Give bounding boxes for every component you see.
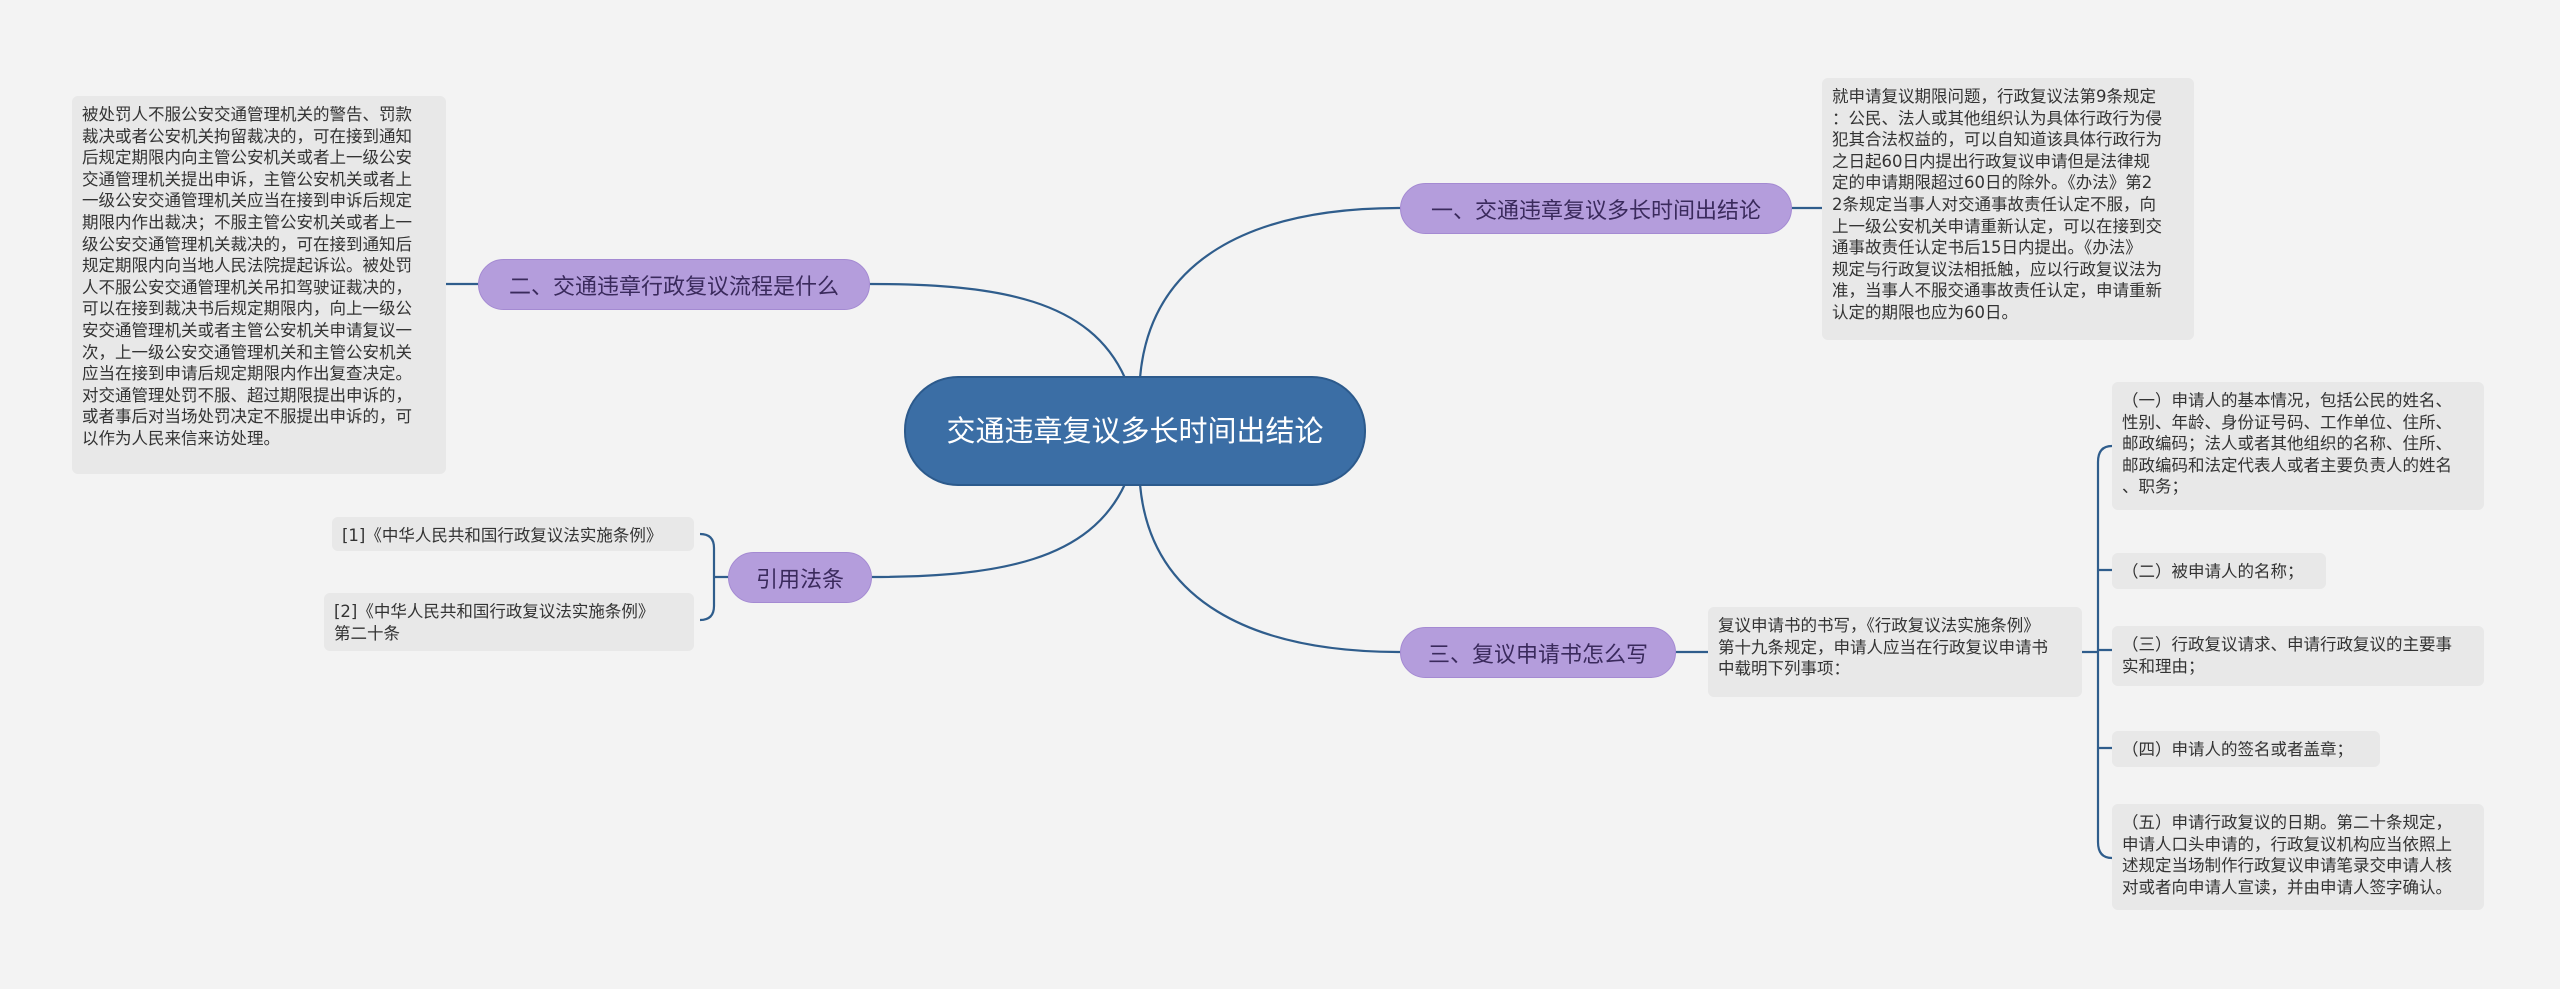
application-item-3: （三）行政复议请求、申请行政复议的主要事 实和理由； [2112, 626, 2484, 686]
link-root-b1 [1138, 206, 1401, 379]
note-application-writing: 复议申请书的书写，《行政复议法实施条例》 第十九条规定，申请人应当在行政复议申请… [1708, 607, 2082, 697]
root-title: 交通违章复议多长时间出结论 [946, 414, 1324, 448]
link-root-b3 [1138, 483, 1401, 654]
link-root-b2 [869, 282, 1127, 379]
branch-2-label: 二、交通违章行政复议流程是什么 [508, 274, 839, 300]
branch-1-label: 一、交通违章复议多长时间出结论 [1430, 198, 1761, 224]
link-b4-bracket [699, 532, 728, 622]
application-item-4: （四）申请人的签名或者盖章； [2112, 731, 2380, 767]
link-root-b4 [871, 483, 1126, 579]
law-reference-2: [2]《中华人民共和国行政复议法实施条例》 第二十条 [324, 593, 694, 651]
branch-2-node[interactable]: 二、交通违章行政复议流程是什么 [478, 259, 870, 310]
branch-1-node[interactable]: 一、交通违章复议多长时间出结论 [1400, 183, 1792, 234]
application-item-2: （二）被申请人的名称； [2112, 553, 2326, 589]
branch-4-node[interactable]: 引用法条 [728, 552, 872, 603]
application-item-5: （五）申请行政复议的日期。第二十条规定， 申请人口头申请的，行政复议机构应当依照… [2112, 804, 2484, 910]
branch-4-label: 引用法条 [755, 567, 844, 593]
note-review-procedure: 被处罚人不服公安交通管理机关的警告、罚款 裁决或者公安机关拘留裁决的，可在接到通… [72, 96, 446, 474]
branch-3-label: 三、复议申请书怎么写 [1427, 642, 1648, 668]
note-review-deadline: 就申请复议期限问题，行政复议法第9条规定 ：公民、法人或其他组织认为具体行政行为… [1822, 78, 2194, 340]
law-reference-1: [1]《中华人民共和国行政复议法实施条例》 [332, 517, 694, 551]
branch-3-node[interactable]: 三、复议申请书怎么写 [1400, 627, 1676, 678]
application-item-1: （一）申请人的基本情况，包括公民的姓名、 性别、年龄、身份证号码、工作单位、住所… [2112, 382, 2484, 510]
link-n3-bracket [2082, 444, 2113, 860]
root-topic[interactable]: 交通违章复议多长时间出结论 [904, 376, 1366, 486]
